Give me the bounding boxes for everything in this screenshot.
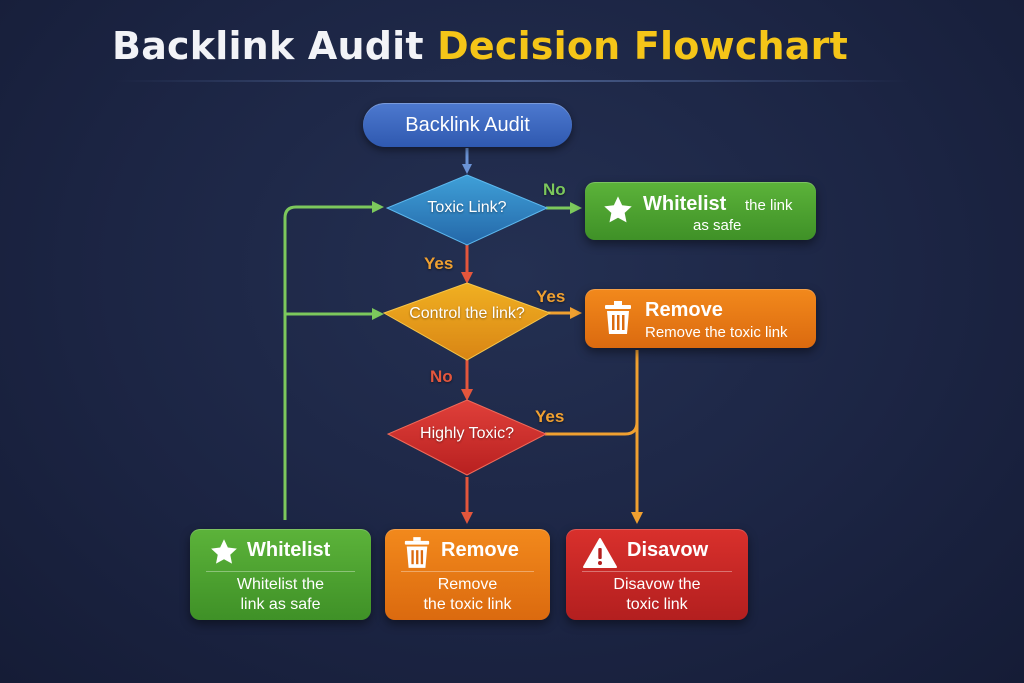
bottom-disavow-desc: Disavow the toxic link [566, 575, 748, 615]
desc-line-1: Remove [437, 576, 498, 593]
edge-label-toxic-no: No [543, 180, 566, 199]
title-part-2: Decision Flowchart [437, 24, 848, 68]
star-icon [601, 194, 635, 231]
whitelist-box-bottom: Whitelist Whitelist the link as safe [190, 529, 371, 620]
edge-label-control-no: No [430, 367, 453, 386]
desc-line-2: link as safe [240, 596, 321, 613]
title-divider [115, 80, 910, 82]
bottom-whitelist-desc: Whitelist the link as safe [190, 575, 371, 615]
desc-line-2: toxic link [626, 596, 688, 613]
whitelist-desc-inline: the link [745, 197, 793, 214]
whitelist-box-right: Whitelist the link as safe [585, 182, 816, 240]
decision-toxic-link [385, 174, 549, 246]
desc-line-2: the toxic link [423, 596, 512, 613]
desc-line-1: Disavow the [613, 576, 701, 593]
desc-line-1: Whitelist the [236, 576, 325, 593]
arrow-loop-whitelist [283, 201, 384, 520]
edge-label-control-yes: Yes [536, 287, 566, 306]
remove-heading: Remove [645, 299, 723, 321]
divider [206, 571, 355, 572]
edge-label-highly-yes: Yes [535, 407, 565, 426]
remove-box-bottom: Remove Remove the toxic link [385, 529, 550, 620]
decision-highly-toxic [386, 399, 548, 476]
remove-desc: Remove the toxic link [645, 324, 788, 341]
whitelist-heading: Whitelist [643, 193, 727, 215]
divider [401, 571, 534, 572]
bottom-whitelist-heading: Whitelist [247, 539, 331, 561]
warning-icon [582, 537, 618, 574]
edge-label-toxic-yes: Yes [424, 254, 454, 273]
bottom-remove-heading: Remove [441, 539, 519, 561]
trash-icon [603, 301, 633, 340]
bottom-disavow-heading: Disavow [627, 539, 709, 561]
whitelist-desc-line2: as safe [693, 217, 742, 234]
divider [582, 571, 732, 572]
title-part-1: Backlink Audit [112, 24, 424, 68]
start-node: Backlink Audit [363, 103, 572, 147]
star-icon [208, 537, 240, 572]
disavow-box-bottom: Disavow Disavow the toxic link [566, 529, 748, 620]
page-title: Backlink Audit Decision Flowchart [0, 24, 960, 68]
decision-toxic-label: Toxic Link? [427, 199, 507, 216]
bottom-remove-desc: Remove the toxic link [385, 575, 550, 615]
trash-icon [403, 537, 431, 574]
decision-control-label: Control the link? [409, 305, 525, 322]
decision-highly-label: Highly Toxic? [420, 425, 514, 442]
remove-box-right: Remove Remove the toxic link [585, 289, 816, 348]
decision-control-link [382, 282, 552, 361]
